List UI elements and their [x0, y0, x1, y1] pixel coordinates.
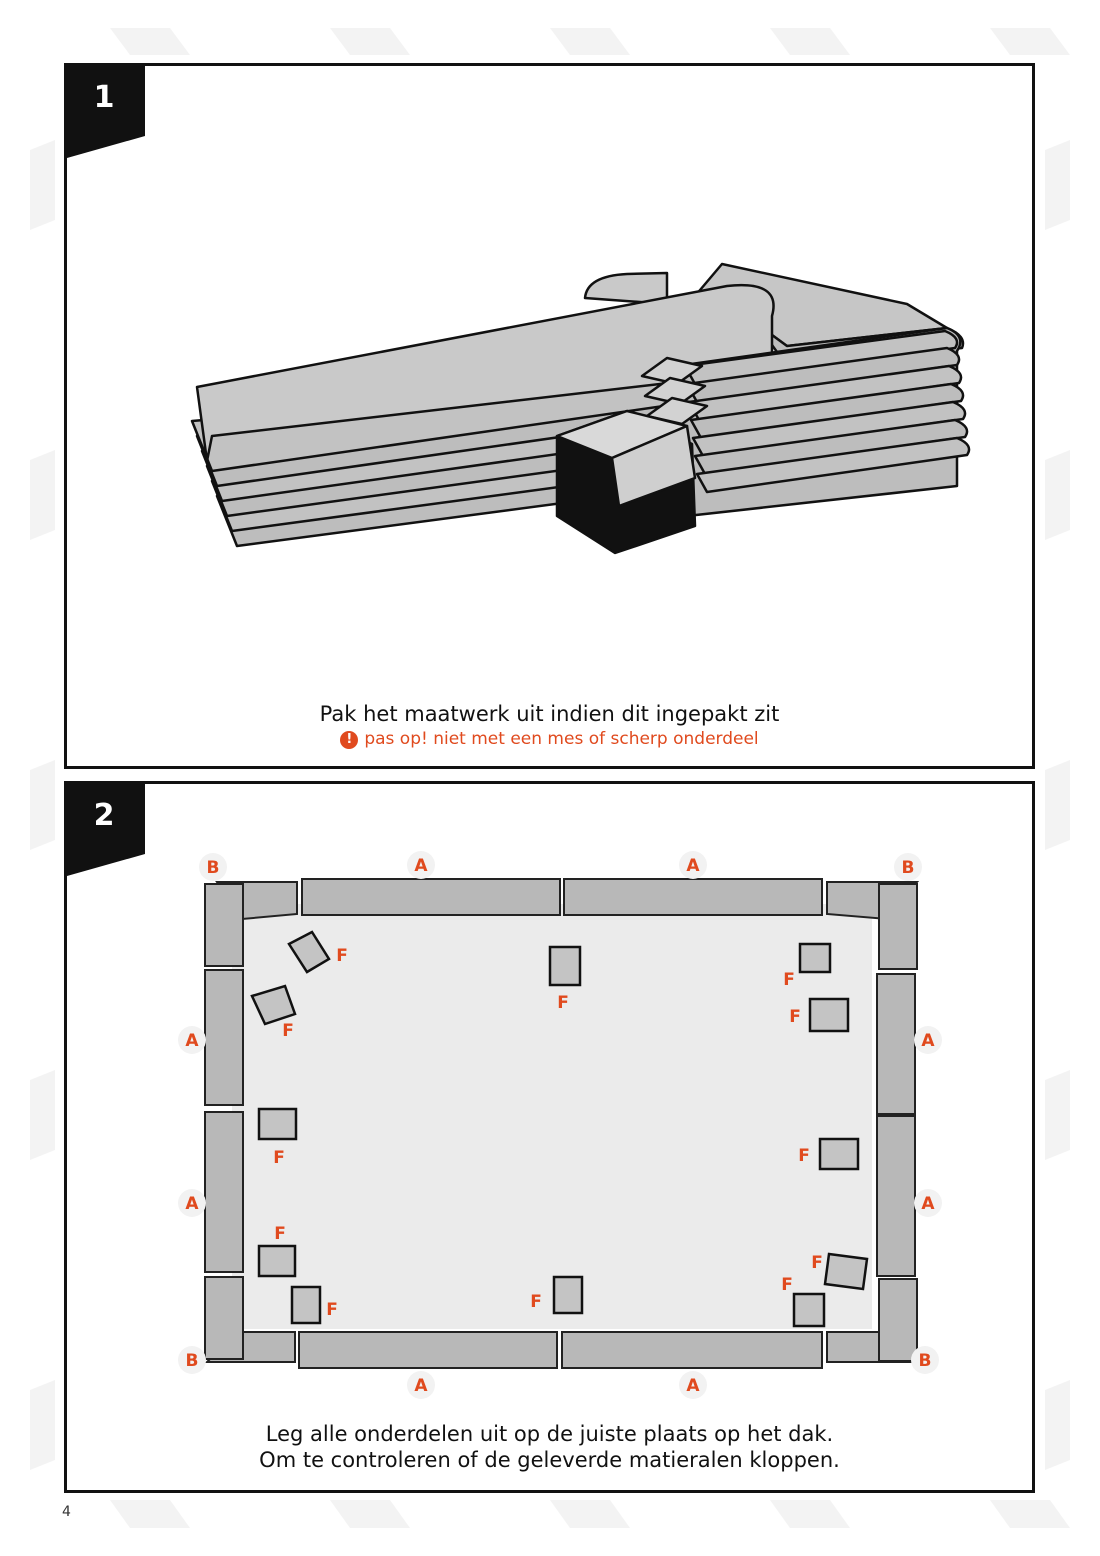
- step-number: 1: [93, 80, 115, 115]
- step-1-instruction: Pak het maatwerk uit indien dit ingepakt…: [319, 702, 780, 726]
- label-f: F: [557, 993, 569, 1013]
- label-f: F: [798, 1146, 810, 1166]
- edge-part-a: [298, 1331, 558, 1369]
- label-f: F: [336, 946, 348, 966]
- left-corner-part: [204, 1276, 244, 1360]
- label-f: F: [326, 1300, 338, 1320]
- label-f: F: [274, 1224, 286, 1244]
- label-a: A: [414, 856, 428, 876]
- edge-part-a: [563, 878, 823, 916]
- label-f: F: [273, 1148, 285, 1168]
- label-b: B: [186, 1351, 199, 1371]
- label-a: A: [921, 1031, 935, 1051]
- edge-part-a: [876, 973, 916, 1115]
- step-number-badge: [67, 784, 145, 876]
- edge-part-a: [204, 969, 244, 1106]
- step-2-instruction-line-2: Om te controleren of de geleverde matier…: [259, 1448, 840, 1472]
- right-corner-part: [878, 1278, 918, 1362]
- label-f: F: [789, 1007, 801, 1027]
- warning-text: pas op! niet met een mes of scherp onder…: [364, 729, 759, 749]
- part-labels: B A A B A A A A B B A A F F F F F F F F …: [178, 851, 942, 1399]
- left-corner-part: [204, 883, 244, 967]
- label-f: F: [811, 1253, 823, 1273]
- step-number-badge: [67, 66, 145, 158]
- roof-layout-diagram: B A A B A A A A B B A A F F F F F F F F …: [178, 851, 942, 1399]
- label-f: F: [783, 970, 795, 990]
- fittings: [250, 930, 869, 1328]
- folded-parts-illustration: [190, 262, 971, 555]
- step-1-warning: ! pas op! niet met een mes of scherp onde…: [67, 729, 1032, 749]
- label-b: B: [919, 1351, 932, 1371]
- label-f: F: [282, 1021, 294, 1041]
- label-a: A: [686, 856, 700, 876]
- step-2-panel: 2: [64, 781, 1035, 1493]
- edge-part-a: [561, 1331, 823, 1369]
- label-a: A: [921, 1194, 935, 1214]
- label-f: F: [781, 1275, 793, 1295]
- step-1-panel: 1: [64, 63, 1035, 769]
- label-a: A: [185, 1194, 199, 1214]
- label-b: B: [207, 858, 220, 878]
- page-number: 4: [62, 1504, 71, 1520]
- edge-part-a: [301, 878, 561, 916]
- label-a: A: [686, 1376, 700, 1396]
- edge-part-a: [204, 1111, 244, 1273]
- step-2-instruction-line-1: Leg alle onderdelen uit op de juiste pla…: [265, 1422, 834, 1446]
- right-corner-part: [878, 883, 918, 970]
- label-a: A: [185, 1031, 199, 1051]
- warning-icon: !: [340, 731, 359, 749]
- label-f: F: [530, 1292, 542, 1312]
- edge-part-a: [876, 1115, 916, 1277]
- step-number: 2: [93, 798, 115, 833]
- label-a: A: [414, 1376, 428, 1396]
- label-b: B: [902, 858, 915, 878]
